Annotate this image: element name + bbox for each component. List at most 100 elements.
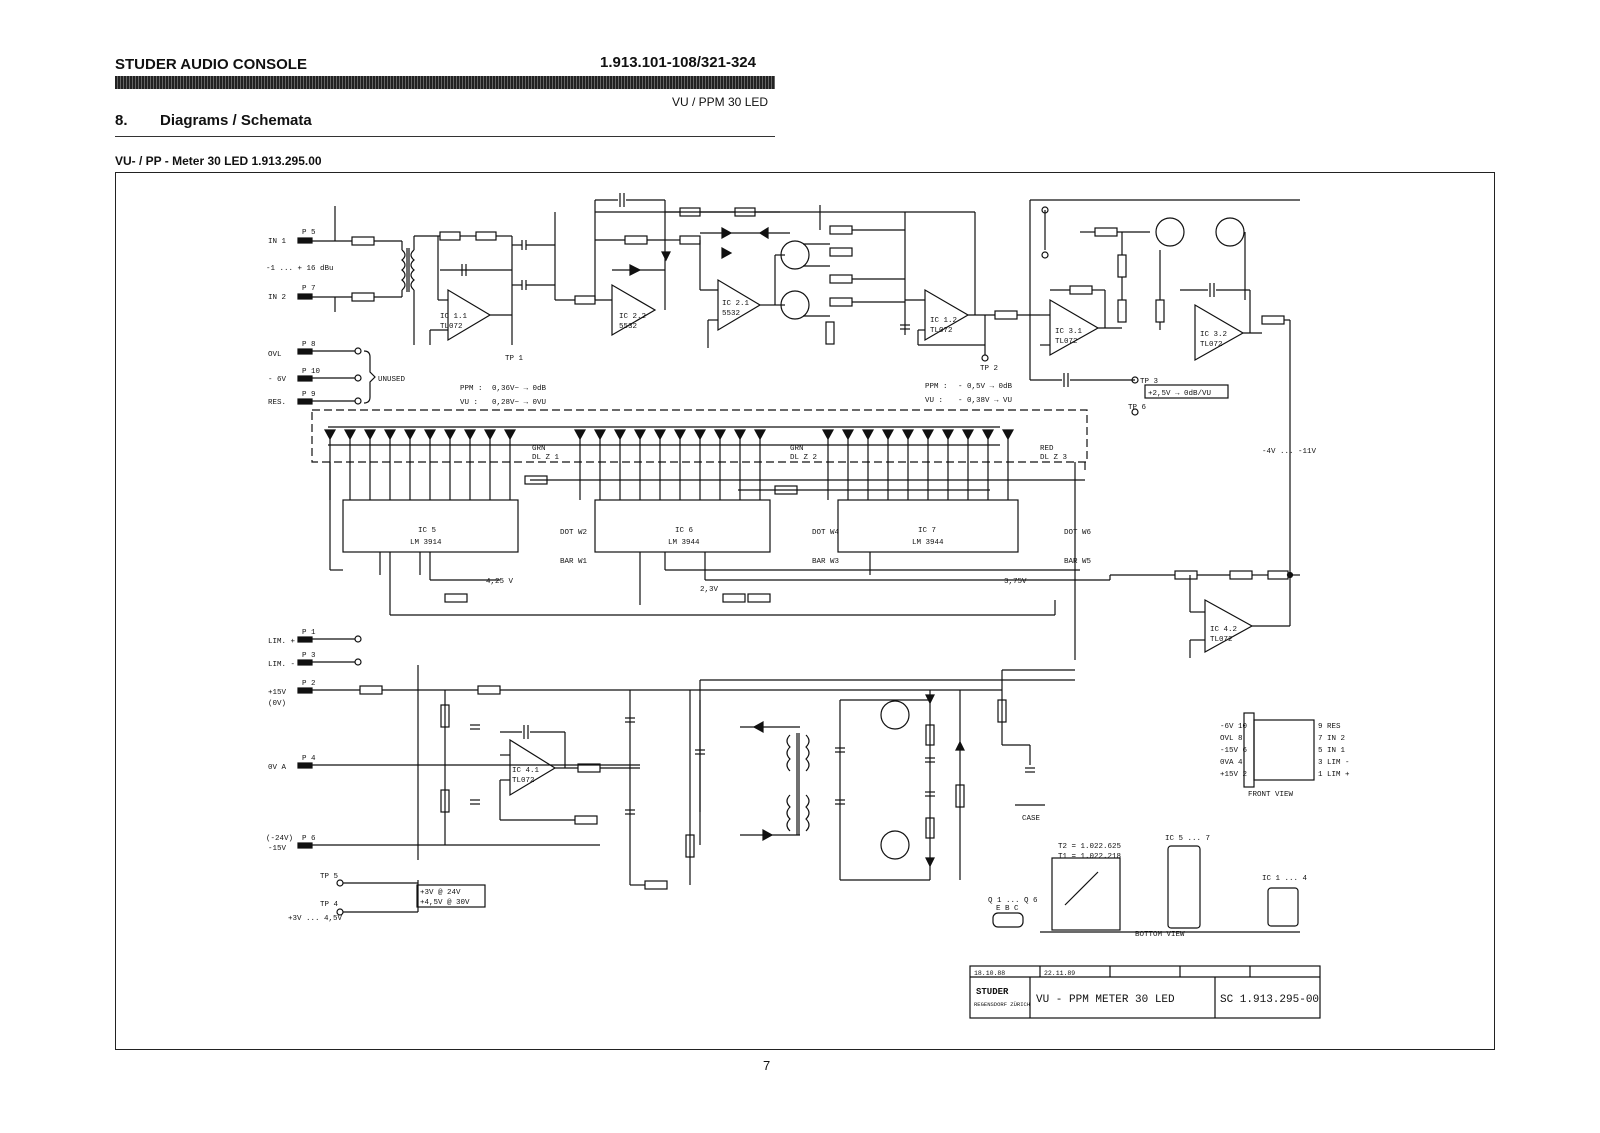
resistor-r8	[679, 235, 701, 245]
opamp-ic4-2	[1204, 598, 1254, 654]
ic7-block	[837, 499, 1019, 553]
rev-2: 22.11.89	[1044, 970, 1075, 977]
label-tp3: TP 3	[1140, 378, 1159, 386]
led-8	[463, 429, 477, 441]
resistor-r25	[722, 593, 746, 603]
label-range: -4V ... -11V	[1262, 448, 1317, 456]
label-p10: P 10	[302, 368, 321, 376]
pin-p4	[297, 762, 313, 769]
resistor-r45	[994, 310, 1018, 320]
label-vu2-value: - 0,38V → VU	[958, 397, 1012, 405]
led-26	[921, 429, 935, 441]
resistor-r20	[1155, 299, 1165, 323]
header-band	[115, 76, 775, 89]
label-v1: 4,25 V	[486, 578, 514, 586]
label-ic42: IC 4.2	[1210, 626, 1237, 634]
label-ppm1: PPM :	[460, 385, 483, 393]
label-led-dlz1: DL Z 1	[532, 454, 560, 462]
label-ic21: IC 2.1	[722, 300, 750, 308]
rev-1: 18.10.88	[974, 970, 1005, 977]
label-ic12: IC 1.2	[930, 317, 957, 325]
label-t1: T1 = 1.022.218	[1058, 853, 1121, 861]
led-19	[733, 429, 747, 441]
pin-p1	[297, 636, 313, 643]
label-m15v: -15V	[268, 845, 287, 853]
label-ic5-type: LM 3914	[410, 539, 442, 547]
label-led-red: RED	[1040, 445, 1054, 453]
schematic-caption: VU- / PP - Meter 30 LED 1.913.295.00	[115, 154, 322, 168]
label-led-grn2: GRN	[790, 445, 804, 453]
diode-d4	[721, 246, 733, 260]
label-ic5: IC 5	[418, 527, 437, 535]
led-24	[881, 429, 895, 441]
conn-left-1: OVL 8	[1220, 735, 1243, 743]
opamp-ic3-2	[1194, 303, 1245, 362]
opamp-ic3-1	[1049, 298, 1100, 357]
pin-p2	[297, 687, 313, 694]
company-location: REGENSDORF ZÜRICH	[974, 1001, 1030, 1008]
label-vu2: VU :	[925, 397, 943, 405]
schematic-labels: IN 1 P 5 IN 2 P 7 -1 ... + 16 dBu OVL P …	[266, 229, 1350, 1008]
label-ic22-type: 5532	[619, 323, 637, 331]
diode-d1	[629, 264, 642, 276]
label-lim-plus: LIM. +	[268, 638, 296, 646]
conn-left-4: +15V 2	[1220, 771, 1247, 779]
label-p5: P 5	[302, 229, 316, 237]
label-ic6-type: LM 3944	[668, 539, 700, 547]
led-27	[941, 429, 955, 441]
section-rule	[115, 136, 775, 137]
resistor-r32	[440, 704, 450, 728]
conn-right-1: 7 IN 2	[1318, 735, 1345, 743]
led-14	[633, 429, 647, 441]
label-ic11: IC 1.1	[440, 313, 468, 321]
connector-front	[1253, 719, 1315, 781]
pin-p9	[297, 398, 313, 405]
label-ic42-type: TL072	[1210, 636, 1233, 644]
label-in2: IN 2	[268, 294, 286, 302]
label-p1: P 1	[302, 629, 316, 637]
conn-right-4: 1 LIM +	[1318, 771, 1350, 779]
label-led-dlz2: DL Z 2	[790, 454, 817, 462]
resistor-r13	[829, 297, 853, 307]
transformer-t1	[401, 249, 406, 291]
label-p3: P 3	[302, 652, 316, 660]
resistor-r2	[351, 292, 375, 302]
led-15	[653, 429, 667, 441]
led-28	[961, 429, 975, 441]
label-m6v: - 6V	[268, 376, 287, 384]
conn-left-2: -15V 6	[1220, 747, 1248, 755]
diode-d2	[661, 251, 671, 262]
label-dot-w6: DOT W6	[1064, 529, 1092, 537]
ptc-r30	[359, 685, 383, 695]
resistor-r23	[524, 475, 548, 485]
package-views	[992, 712, 1315, 933]
resistor-r5	[574, 295, 596, 305]
label-unused: UNUSED	[378, 376, 406, 384]
label-m24v: (-24V)	[266, 835, 293, 843]
company-logo: STUDER	[976, 987, 1009, 997]
label-tp5: TP 5	[320, 873, 339, 881]
doc-number: 1.913.101-108/321-324	[600, 54, 756, 71]
label-ic31-type: TL072	[1055, 338, 1078, 346]
ic6-block	[594, 499, 771, 553]
label-tp3-note: +2,5V → 0dB/VU	[1148, 390, 1211, 398]
led-3	[363, 429, 377, 441]
rectifier-stage	[555, 193, 1040, 362]
resistor-r47	[1094, 227, 1118, 237]
label-ic32: IC 3.2	[1200, 331, 1227, 339]
transistor-q2	[780, 290, 810, 320]
label-ic32-type: TL072	[1200, 341, 1223, 349]
resistor-r34b	[574, 815, 598, 825]
label-ebc: E B C	[996, 905, 1019, 913]
label-vu1: VU :	[460, 399, 478, 407]
transformer-bottom-view	[1051, 857, 1121, 931]
label-bar-w5: BAR W5	[1064, 558, 1092, 566]
section-title: Diagrams / Schemata	[160, 112, 312, 129]
resistor-r29	[1267, 570, 1289, 580]
resistor-r14	[825, 321, 835, 345]
transistor-q6	[880, 830, 910, 860]
conn-caption: FRONT VIEW	[1248, 791, 1294, 799]
label-p8: P 8	[302, 341, 316, 349]
drawing-title: VU - PPM METER 30 LED	[1036, 994, 1175, 1006]
